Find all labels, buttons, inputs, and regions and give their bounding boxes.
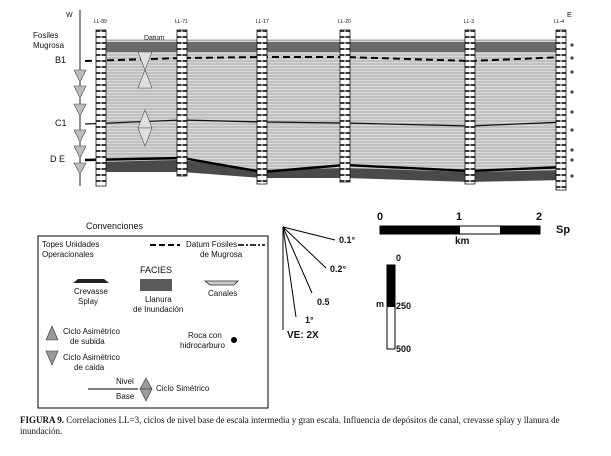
well-label-6: LL-4 bbox=[554, 19, 565, 25]
ciclo-caida-symbol bbox=[45, 350, 59, 366]
caption-label: FIGURA 9. bbox=[20, 415, 65, 425]
legend-crevasse-2: Splay bbox=[78, 297, 99, 306]
de-label: D E bbox=[50, 154, 66, 164]
legend-title: Convenciones bbox=[86, 221, 144, 231]
datum-label: Datum bbox=[144, 35, 165, 42]
legend-ciclo-caida-2: de caida bbox=[74, 363, 105, 372]
ve-label: VE: 2X bbox=[287, 330, 319, 341]
c1-surface-line bbox=[84, 119, 566, 127]
legend-roca-2: hidrocarburo bbox=[180, 341, 225, 350]
legend-datum-1: Datum Fosiles bbox=[186, 240, 238, 249]
dip-label-0-2: 0.2° bbox=[330, 264, 347, 274]
well-label-1: LL-89 bbox=[94, 19, 107, 25]
hscale-unit: km bbox=[455, 236, 470, 247]
dip-label-0-1: 0.1° bbox=[339, 235, 356, 245]
wells-group bbox=[95, 29, 567, 191]
basal-band bbox=[97, 160, 565, 182]
west-label: W bbox=[66, 12, 73, 19]
legend-ciclo-simetrico: Ciclo Simétrico bbox=[156, 384, 210, 393]
legend-ciclo-subida-2: de subida bbox=[70, 337, 105, 346]
dip-label-1: 1° bbox=[305, 315, 314, 325]
figure-caption: FIGURA 9. Correlaciones LL=3, ciclos de … bbox=[20, 415, 600, 437]
hscale-tick-1: 1 bbox=[456, 211, 463, 223]
mugrosa-label: Mugrosa bbox=[33, 41, 65, 50]
dip-angle-fan bbox=[282, 226, 336, 330]
legend-topes-2: Operacionales bbox=[42, 250, 94, 259]
legend-nivel-2: Base bbox=[116, 392, 135, 401]
legend-canales: Canales bbox=[208, 289, 238, 298]
datum-cycle-symbols bbox=[137, 51, 153, 147]
ciclo-subida-symbol bbox=[45, 325, 59, 341]
legend-llanura-1: Llanura bbox=[145, 295, 172, 304]
legend-ciclo-subida-1: Ciclo Asimétrico bbox=[63, 327, 120, 336]
left-cycle-triangles bbox=[73, 69, 87, 175]
fosiles-label: Fosiles bbox=[33, 31, 59, 40]
vscale-tick-0: 0 bbox=[396, 253, 402, 263]
legend-llanura-2: de Inundación bbox=[133, 305, 184, 314]
caption-text: Correlaciones LL=3, ciclos de nivel base… bbox=[20, 415, 560, 436]
well-label-4: LL-20 bbox=[338, 19, 351, 25]
well-label-2: LL-71 bbox=[175, 19, 188, 25]
canales-symbol bbox=[203, 280, 239, 286]
llanura-symbol bbox=[140, 279, 172, 291]
right-well-markers bbox=[570, 43, 574, 178]
c1-label: C1 bbox=[55, 118, 67, 128]
legend-crevasse-1: Crevasse bbox=[74, 287, 108, 296]
legend-topes-1: Topes Unidades bbox=[42, 240, 100, 249]
ciclo-simetrico-down bbox=[139, 388, 153, 402]
roca-hidrocarburo-symbol bbox=[231, 337, 237, 343]
de-surface-line bbox=[84, 156, 566, 174]
legend-box bbox=[37, 235, 269, 409]
vscale-tick-500: 500 bbox=[396, 344, 412, 354]
legend-ciclo-caida-1: Ciclo Asimétrico bbox=[63, 353, 120, 362]
datum-dashed-line bbox=[84, 56, 566, 63]
crevasse-splay-symbol bbox=[73, 279, 109, 283]
top-band bbox=[97, 42, 565, 52]
hscale-sp: Sp bbox=[556, 224, 571, 236]
legend-nivel-1: Nivel bbox=[116, 377, 134, 386]
dip-label-0-5: 0.5 bbox=[317, 297, 330, 307]
hscale-tick-0: 0 bbox=[377, 211, 384, 223]
legend-facies-title: FACIES bbox=[140, 265, 173, 275]
horizontal-scale-bar bbox=[379, 225, 541, 235]
east-label: E bbox=[567, 12, 572, 19]
hscale-tick-2: 2 bbox=[536, 211, 543, 223]
vertical-scale-bar bbox=[386, 264, 396, 350]
b1-label: B1 bbox=[55, 55, 67, 65]
legend-datum-2: de Mugrosa bbox=[200, 250, 243, 259]
ciclo-simetrico-up bbox=[139, 377, 153, 390]
well-label-5: LL-3 bbox=[464, 19, 475, 25]
legend-roca-1: Roca con bbox=[188, 331, 222, 340]
vscale-unit: m bbox=[376, 299, 385, 309]
well-label-3: LL-17 bbox=[256, 19, 269, 25]
vscale-tick-250: 250 bbox=[396, 301, 412, 311]
